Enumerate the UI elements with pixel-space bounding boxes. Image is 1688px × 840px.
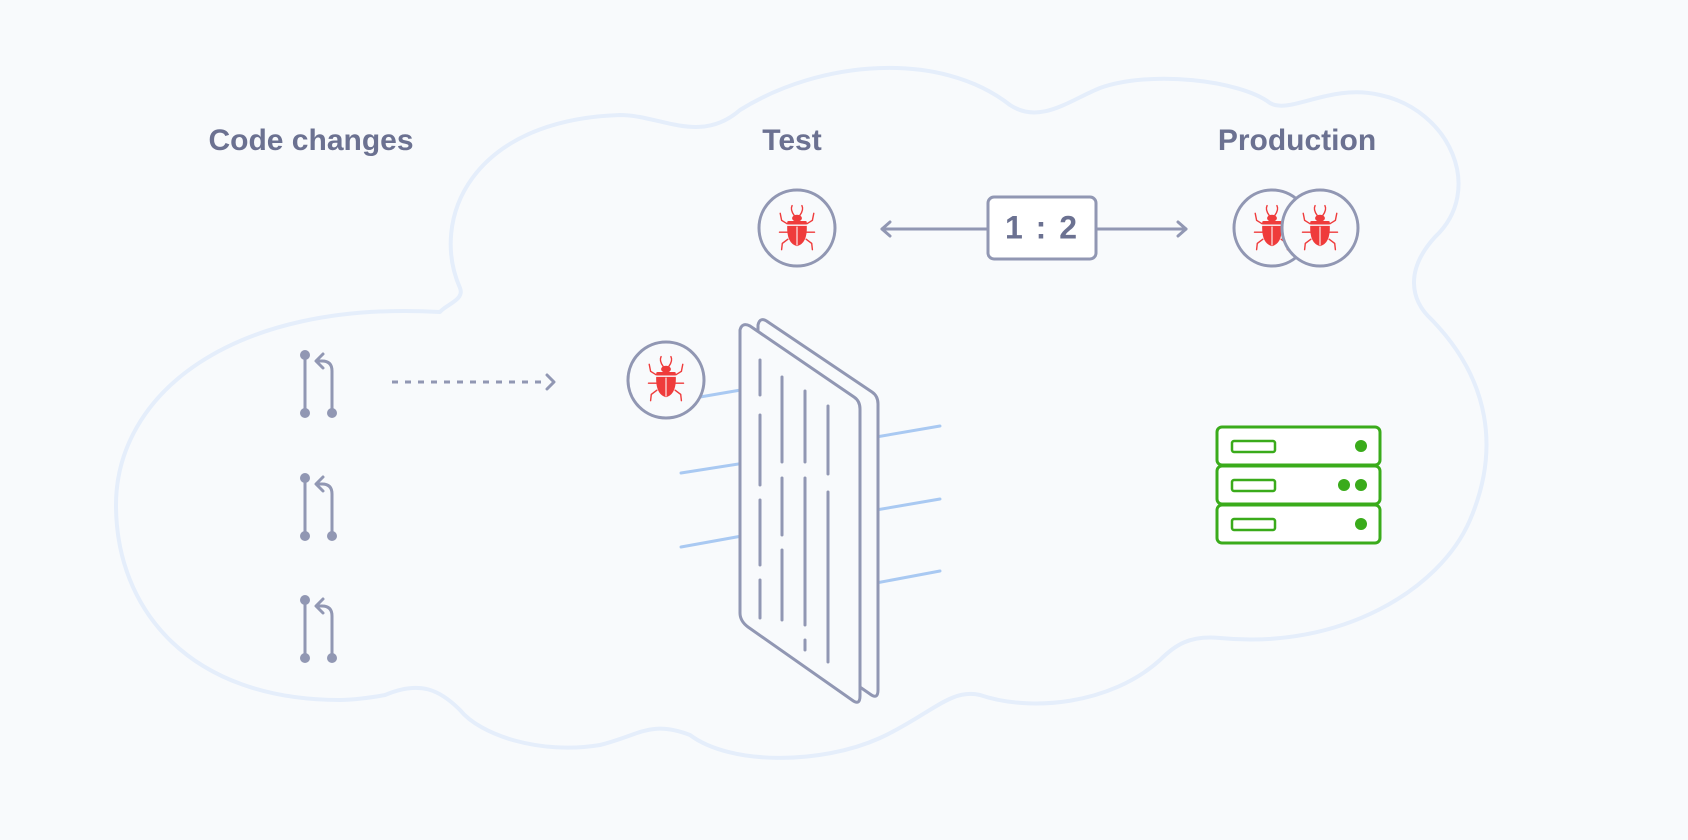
pull-request-icon-2: [299, 472, 339, 543]
cloud-outline: [114, 65, 1489, 760]
pull-request-icon-1: [299, 349, 339, 420]
test-label: Test: [762, 124, 822, 157]
filter-bug-badge: [626, 340, 706, 420]
filter-rays: [679, 384, 942, 585]
pull-request-icon-3: [299, 594, 339, 665]
ratio-box: [986, 195, 1098, 261]
test-bug-badge: [757, 188, 837, 268]
dotted-arrow-to-filter: [392, 373, 556, 391]
filter-screen-icon: [738, 318, 880, 704]
server-rack-icon: [1215, 425, 1382, 545]
ratio-arrows: [880, 220, 1188, 238]
production-label: Production: [1217, 124, 1377, 157]
filter-slats: [758, 358, 830, 664]
production-bug-badges: [1232, 188, 1360, 268]
ratio-value: 1 : 2: [1004, 209, 1080, 246]
code-changes-label: Code changes: [208, 124, 414, 157]
